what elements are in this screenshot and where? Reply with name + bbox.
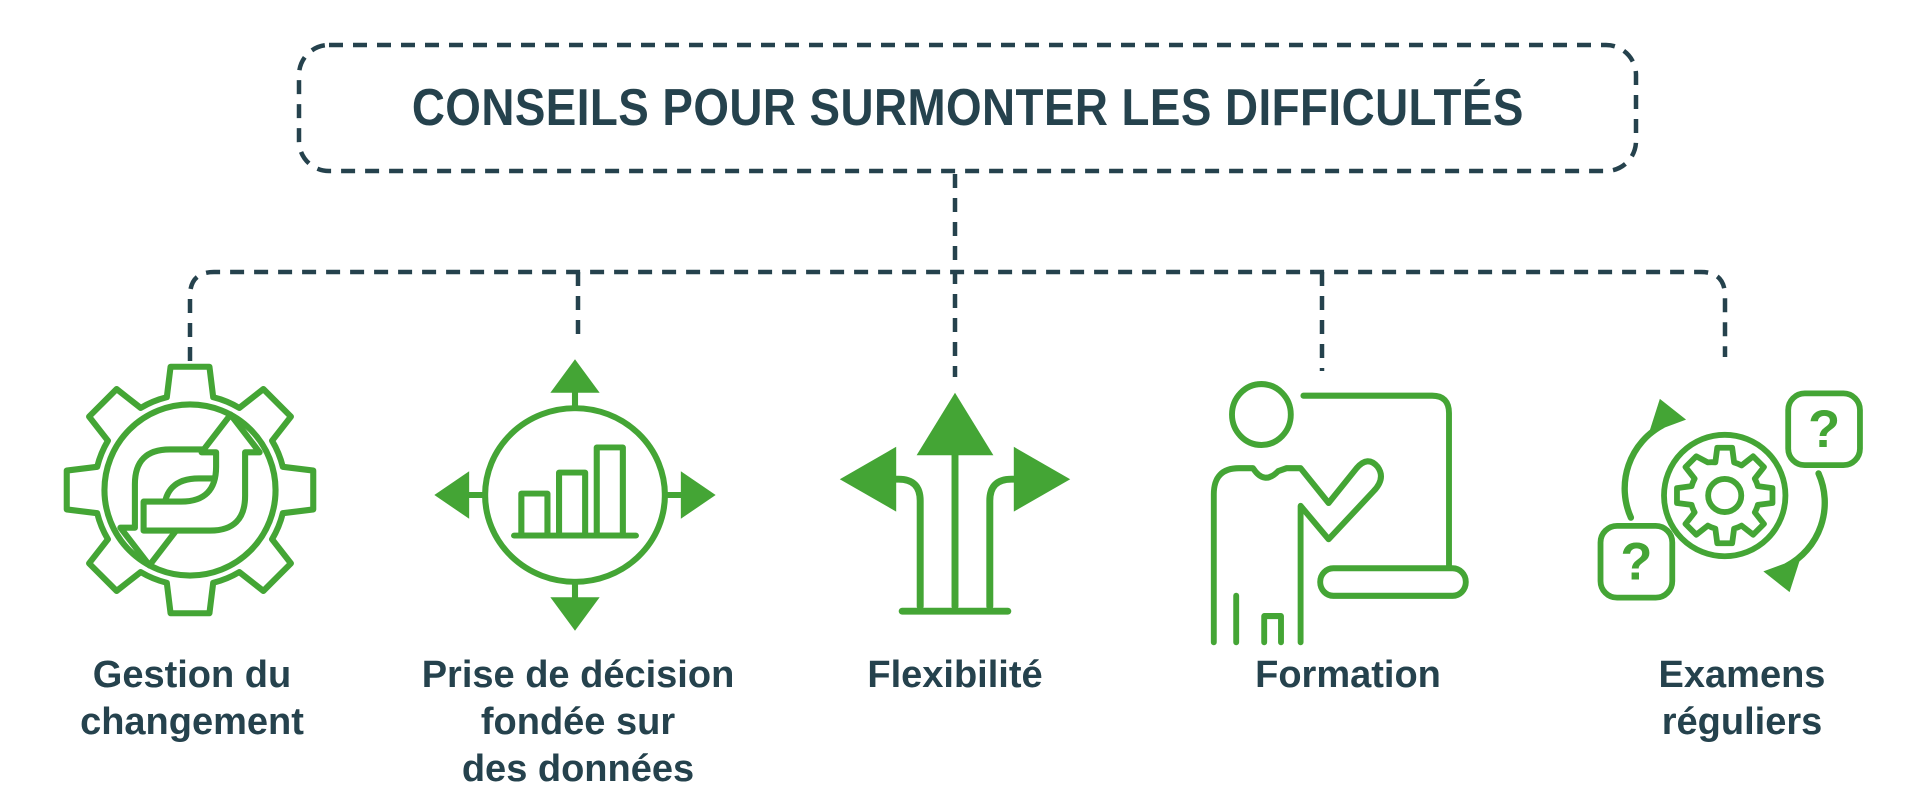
board-frame (1300, 392, 1452, 570)
label-change-management: Gestion du changement (80, 654, 304, 743)
arrow-left (434, 471, 470, 519)
arrow-up (550, 359, 600, 393)
board-base-roll (1317, 565, 1469, 599)
cycle-circle (1661, 431, 1789, 560)
cycle-arrow-bottom-head (1763, 557, 1801, 593)
small-gear-hole (1705, 476, 1745, 515)
title-dashed-border (296, 42, 1639, 174)
person-leg-notch (1261, 613, 1284, 646)
bar-1 (518, 490, 551, 539)
connector-bus-line (187, 269, 1728, 361)
chart-compass-arrows-icon (434, 359, 716, 631)
cycle-arrow-top (1621, 421, 1666, 521)
chart-circle (482, 405, 668, 585)
arrow-stems (466, 389, 684, 601)
gear-inner-circle (101, 401, 279, 579)
question-box-bottom (1597, 522, 1676, 601)
gear-swap-arrows-icon (63, 363, 317, 617)
label-regular-reviews: Examens réguliers (1658, 654, 1826, 743)
gear-outline (63, 363, 317, 617)
swap-arrow-up (140, 411, 263, 534)
title-box: CONSEILS POUR SURMONTER LES DIFFICULTÉS (299, 45, 1636, 171)
page-title: CONSEILS POUR SURMONTER LES DIFFICULTÉS (411, 79, 1524, 137)
arrow-left-head (839, 446, 897, 512)
person-head (1229, 381, 1294, 449)
arrow-right-head (1013, 446, 1071, 512)
presenter-board-icon (1210, 381, 1469, 646)
three-way-arrows-icon (839, 392, 1071, 615)
question-box-top (1785, 390, 1863, 469)
arrow-right-shaft (986, 475, 1018, 610)
question-mark-bottom: ? (1620, 534, 1652, 592)
small-gear-outline (1674, 444, 1776, 547)
arrow-right (680, 471, 716, 519)
gear-cycle-questions-icon: ? ? (1597, 390, 1863, 601)
label-training: Formation (1255, 654, 1441, 696)
bar-2 (556, 469, 589, 539)
arrow-down (550, 597, 600, 631)
arrow-up-head (916, 392, 994, 456)
arrow-left-shaft (892, 475, 924, 610)
label-data-driven-decision: Prise de décision fondée sur des données (421, 654, 735, 790)
bar-3 (593, 444, 626, 539)
label-flexibility: Flexibilité (867, 654, 1043, 696)
cycle-arrow-bottom (1783, 470, 1828, 570)
cycle-arrow-top-head (1648, 398, 1687, 434)
person-body (1210, 458, 1384, 646)
question-mark-top: ? (1808, 401, 1840, 459)
